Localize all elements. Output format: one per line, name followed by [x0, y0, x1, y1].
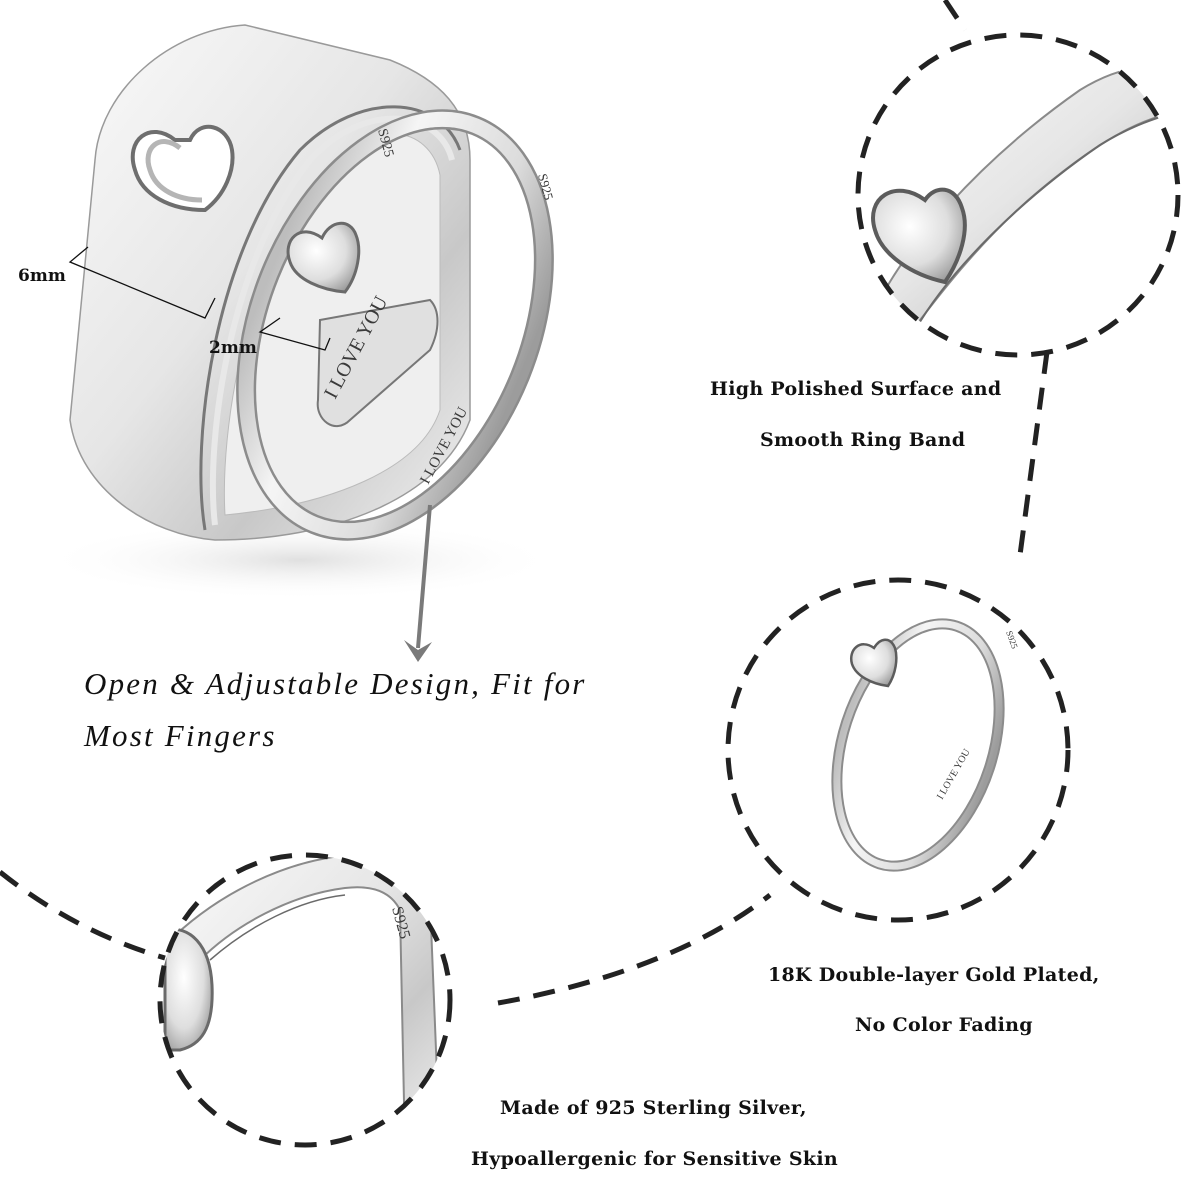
feature-plated-line1: 18K Double-layer Gold Plated, [768, 964, 1100, 986]
stamp-small-ring: S925 [1004, 629, 1020, 650]
dimension-line-2mm [258, 317, 331, 351]
dimension-label-2mm: 2mm [209, 338, 257, 358]
feature-polished-line2: Smooth Ring Band [760, 429, 966, 451]
detail-circle-polished [855, 32, 1181, 358]
feature-polished-line1: High Polished Surface and [710, 378, 1002, 400]
dimension-line-6mm [68, 246, 216, 319]
couple-rings-image: I LOVE YOU I LOVE YOU S925 S925 [40, 24, 560, 600]
feature-adjustable-line2: Most Fingers [84, 718, 277, 753]
dimension-label-6mm: 6mm [18, 266, 66, 286]
detail-circle-full-ring: I LOVE YOU S925 [725, 577, 1071, 923]
feature-adjustable-line1: Open & Adjustable Design, Fit for [84, 666, 587, 701]
stamp-thin-band: S925 [535, 172, 556, 202]
engraving-small-ring: I LOVE YOU [935, 747, 973, 802]
feature-material-line1: Made of 925 Sterling Silver, [500, 1097, 807, 1119]
detail-circle-material: S925 [157, 852, 453, 1148]
feature-plated-line2: No Color Fading [855, 1014, 1033, 1036]
dashed-connectors [0, 0, 1050, 1006]
stamp-wide-band: S925 [374, 127, 396, 159]
down-arrow-icon [404, 504, 432, 662]
feature-material-line2: Hypoallergenic for Sensitive Skin [471, 1148, 838, 1170]
